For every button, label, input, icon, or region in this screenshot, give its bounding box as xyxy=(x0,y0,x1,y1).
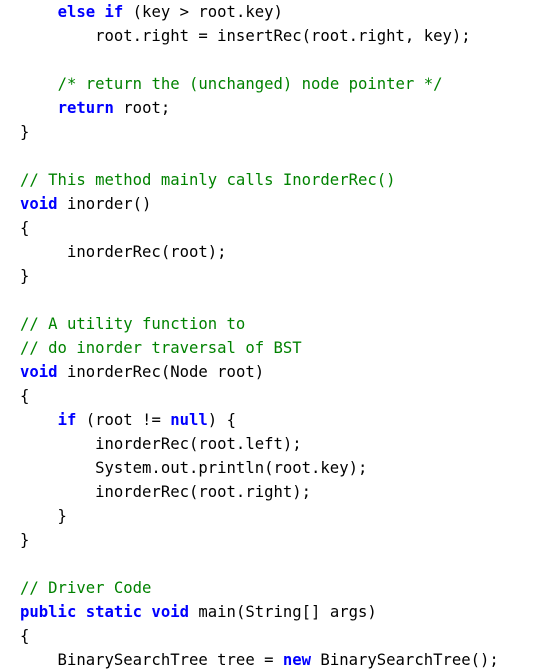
code-line: /* return the (unchanged) node pointer *… xyxy=(20,72,547,96)
code-line: root.right = insertRec(root.right, key); xyxy=(20,24,547,48)
code-line: void inorderRec(Node root) xyxy=(20,360,547,384)
code-line: inorderRec(root.right); xyxy=(20,480,547,504)
code-text: inorder() xyxy=(57,195,152,213)
code-text: { xyxy=(20,387,30,405)
code-line xyxy=(20,144,547,168)
code-line xyxy=(20,552,547,576)
code-keyword: return xyxy=(57,99,114,117)
code-line: else if (key > root.key) xyxy=(20,0,547,24)
code-comment: // Driver Code xyxy=(20,579,152,597)
code-text: (key > root.key) xyxy=(123,3,283,21)
code-text: } xyxy=(20,531,30,549)
code-comment: // do inorder traversal of BST xyxy=(20,339,302,357)
code-text: (root != xyxy=(76,411,171,429)
code-text: System.out.println(root.key); xyxy=(20,459,368,477)
code-text xyxy=(20,3,58,21)
code-line: { xyxy=(20,216,547,240)
code-line: { xyxy=(20,624,547,648)
code-line: inorderRec(root); xyxy=(20,240,547,264)
code-text: root; xyxy=(113,99,171,117)
code-line: BinarySearchTree tree = new BinarySearch… xyxy=(20,648,547,672)
code-keyword: if xyxy=(57,411,77,429)
code-line: } xyxy=(20,528,547,552)
code-comment: // A utility function to xyxy=(20,315,246,333)
code-line: if (root != null) { xyxy=(20,408,547,432)
code-keyword: void xyxy=(20,195,58,213)
code-text: main(String[] args) xyxy=(189,603,377,621)
code-line: // A utility function to xyxy=(20,312,547,336)
code-keyword: void xyxy=(20,363,58,381)
code-text: inorderRec(root.left); xyxy=(20,435,302,453)
code-line: } xyxy=(20,504,547,528)
code-line: // do inorder traversal of BST xyxy=(20,336,547,360)
code-text: BinarySearchTree(); xyxy=(311,651,499,669)
code-line: } xyxy=(20,264,547,288)
code-line: System.out.println(root.key); xyxy=(20,456,547,480)
code-line: void inorder() xyxy=(20,192,547,216)
code-text: inorderRec(root); xyxy=(20,243,227,261)
code-text: root.right = insertRec(root.right, key); xyxy=(20,27,471,45)
code-text xyxy=(20,411,58,429)
code-text: } xyxy=(20,267,30,285)
code-line: { xyxy=(20,384,547,408)
code-text xyxy=(20,75,58,93)
code-text xyxy=(20,99,58,117)
code-line: // Driver Code xyxy=(20,576,547,600)
code-block: else if (key > root.key) root.right = in… xyxy=(20,0,547,672)
code-line: // This method mainly calls InorderRec() xyxy=(20,168,547,192)
code-text: inorderRec(root.right); xyxy=(20,483,312,501)
code-line: } xyxy=(20,120,547,144)
code-comment: /* return the (unchanged) node pointer *… xyxy=(57,75,443,93)
code-text: BinarySearchTree tree = xyxy=(20,651,283,669)
code-line: return root; xyxy=(20,96,547,120)
code-text: inorderRec(Node root) xyxy=(57,363,265,381)
code-keyword: public static void xyxy=(20,603,189,621)
code-text: { xyxy=(20,219,30,237)
code-line xyxy=(20,48,547,72)
code-line: inorderRec(root.left); xyxy=(20,432,547,456)
code-keyword: new xyxy=(282,651,312,669)
code-text: { xyxy=(20,627,30,645)
code-text: ) { xyxy=(207,411,236,429)
code-text: } xyxy=(20,507,67,525)
code-text: } xyxy=(20,123,30,141)
code-comment: // This method mainly calls InorderRec() xyxy=(20,171,396,189)
code-keyword: null xyxy=(170,411,208,429)
code-line: public static void main(String[] args) xyxy=(20,600,547,624)
code-line xyxy=(20,288,547,312)
code-keyword: else if xyxy=(57,3,124,21)
